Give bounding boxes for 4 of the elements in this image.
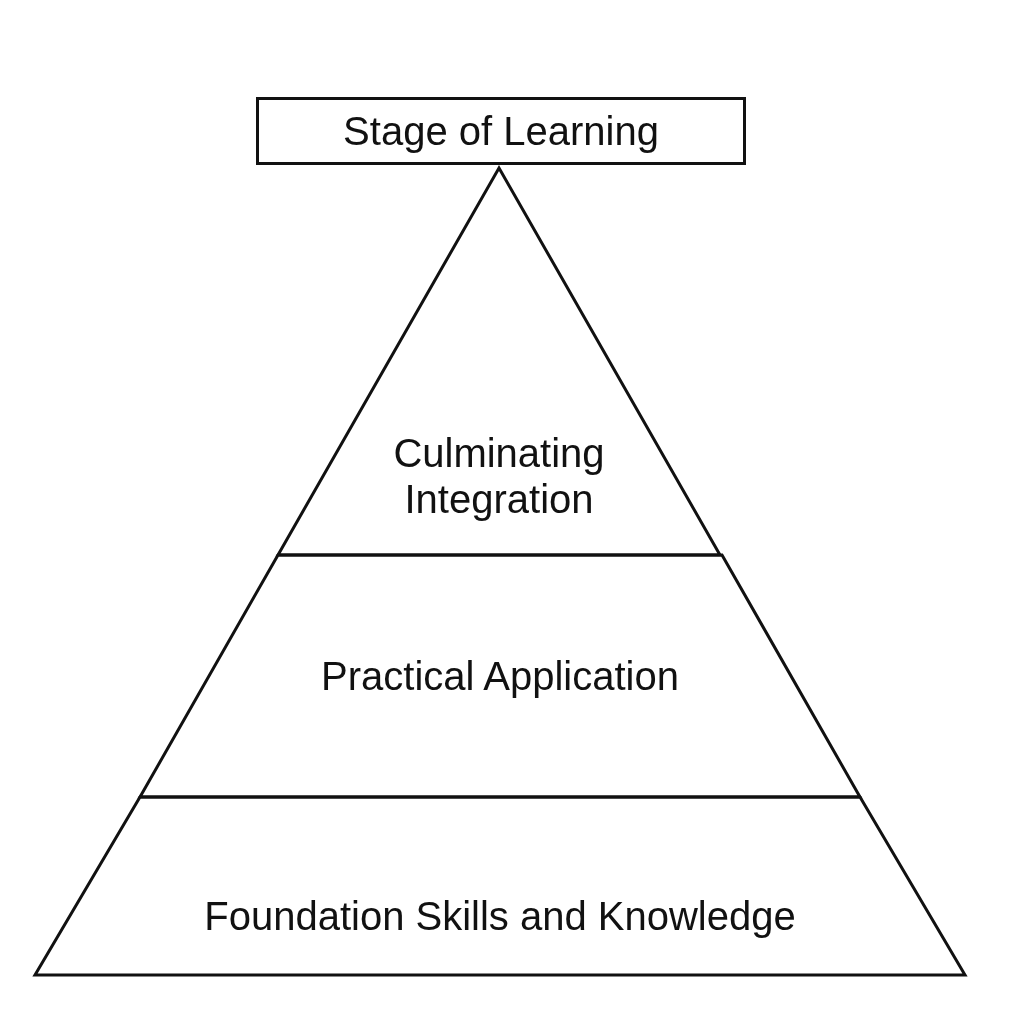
tier-label: Practical Application xyxy=(321,653,679,699)
tier-label: Foundation Skills and Knowledge xyxy=(204,893,796,939)
heading-text: Stage of Learning xyxy=(343,108,659,154)
tier-label: Culminating Integration xyxy=(392,430,606,522)
